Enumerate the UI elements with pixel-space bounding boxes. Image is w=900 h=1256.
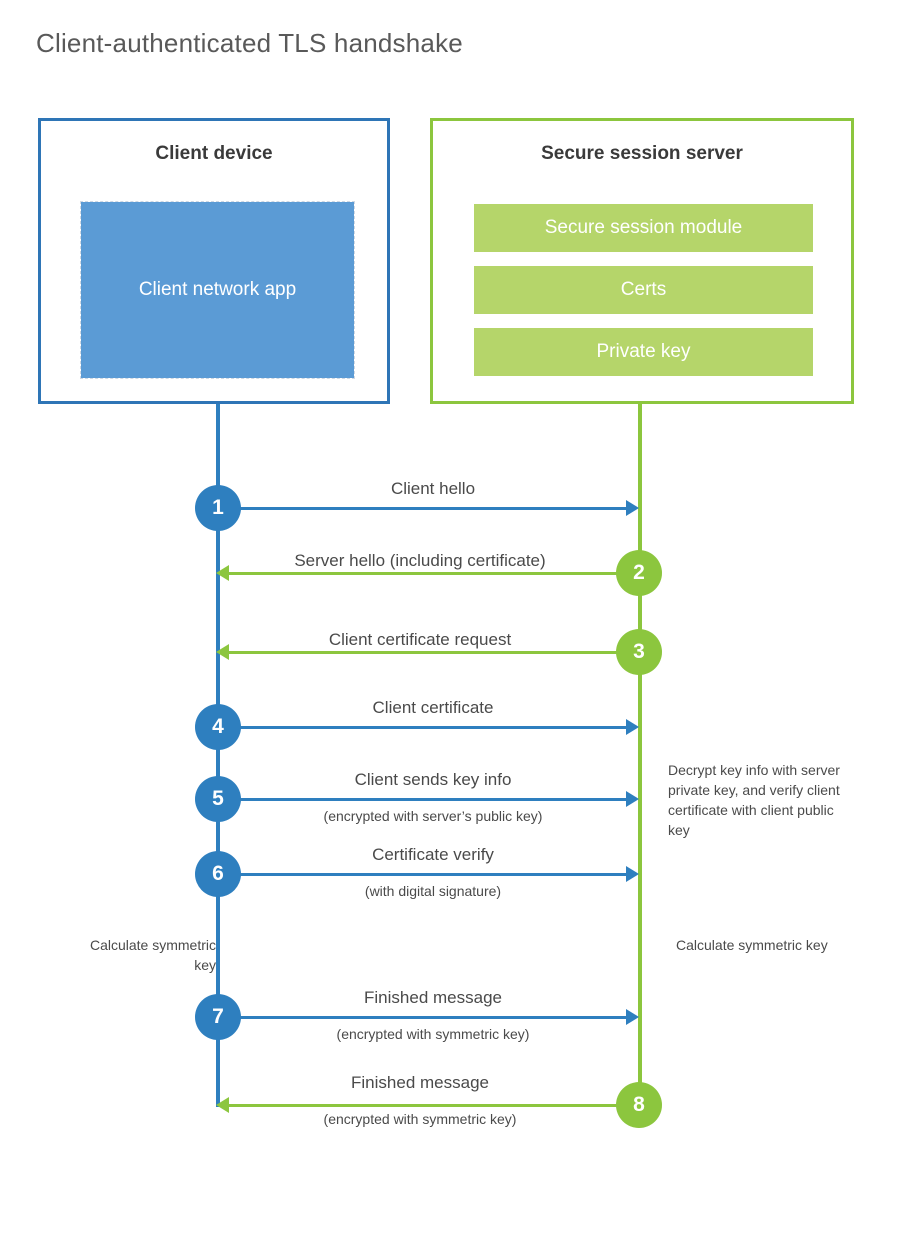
page-title: Client-authenticated TLS handshake bbox=[36, 28, 463, 58]
secure-session-server-title: Secure session server bbox=[541, 143, 743, 164]
message-line-6 bbox=[218, 873, 626, 876]
message-line-2 bbox=[228, 572, 618, 575]
arrow-head-left-icon-2 bbox=[216, 565, 229, 581]
message-label-4: Client certificate bbox=[372, 698, 494, 717]
step-marker-2[interactable]: 2 bbox=[616, 550, 662, 596]
server-component-certs: Certs bbox=[474, 266, 813, 314]
message-sublabel-7: (encrypted with symmetric key) bbox=[336, 1026, 530, 1042]
arrow-head-left-icon-8 bbox=[216, 1097, 229, 1113]
message-label-3: Client certificate request bbox=[328, 630, 512, 649]
arrow-head-right-icon-4 bbox=[626, 719, 639, 735]
server-component-private-key: Private key bbox=[474, 328, 813, 376]
server-lifeline bbox=[638, 404, 642, 1107]
message-line-8 bbox=[228, 1104, 618, 1107]
step-marker-3[interactable]: 3 bbox=[616, 629, 662, 675]
step-marker-8[interactable]: 8 bbox=[616, 1082, 662, 1128]
message-label-8: Finished message bbox=[351, 1073, 489, 1092]
secure-session-server-box: Secure session server Secure session mod… bbox=[430, 118, 854, 404]
message-line-3 bbox=[228, 651, 618, 654]
message-sublabel-6: (with digital signature) bbox=[364, 883, 502, 899]
client-device-title: Client device bbox=[155, 143, 273, 164]
message-sublabel-5: (encrypted with server’s public key) bbox=[323, 808, 543, 824]
message-line-4 bbox=[218, 726, 626, 729]
client-network-app-box: Client network app bbox=[80, 201, 355, 379]
arrow-head-right-icon-6 bbox=[626, 866, 639, 882]
message-label-5: Client sends key info bbox=[354, 770, 512, 789]
message-line-5 bbox=[218, 798, 626, 801]
step-marker-6[interactable]: 6 bbox=[195, 851, 241, 897]
annotation-client-calculate-symmetric-key: Calculate symmetric key bbox=[89, 937, 216, 973]
annotation-server-decrypt-key-info: Decrypt key info with server private key… bbox=[668, 762, 840, 838]
message-label-1: Client hello bbox=[390, 479, 476, 498]
message-label-2: Server hello (including certificate) bbox=[294, 551, 546, 570]
step-marker-4[interactable]: 4 bbox=[195, 704, 241, 750]
message-label-6: Certificate verify bbox=[372, 845, 494, 864]
client-lifeline bbox=[216, 404, 220, 1107]
arrow-head-right-icon-5 bbox=[626, 791, 639, 807]
annotation-server-calculate-symmetric-key: Calculate symmetric key bbox=[676, 937, 828, 953]
step-marker-1[interactable]: 1 bbox=[195, 485, 241, 531]
message-sublabel-8: (encrypted with symmetric key) bbox=[323, 1111, 517, 1127]
arrow-head-right-icon-1 bbox=[626, 500, 639, 516]
arrow-head-right-icon-7 bbox=[626, 1009, 639, 1025]
server-component-secure-session-module: Secure session module bbox=[474, 204, 813, 252]
step-marker-5[interactable]: 5 bbox=[195, 776, 241, 822]
step-marker-7[interactable]: 7 bbox=[195, 994, 241, 1040]
message-label-7: Finished message bbox=[364, 988, 502, 1007]
arrow-head-left-icon-3 bbox=[216, 644, 229, 660]
message-line-7 bbox=[218, 1016, 626, 1019]
client-device-box: Client device Client network app bbox=[38, 118, 390, 404]
message-line-1 bbox=[218, 507, 626, 510]
